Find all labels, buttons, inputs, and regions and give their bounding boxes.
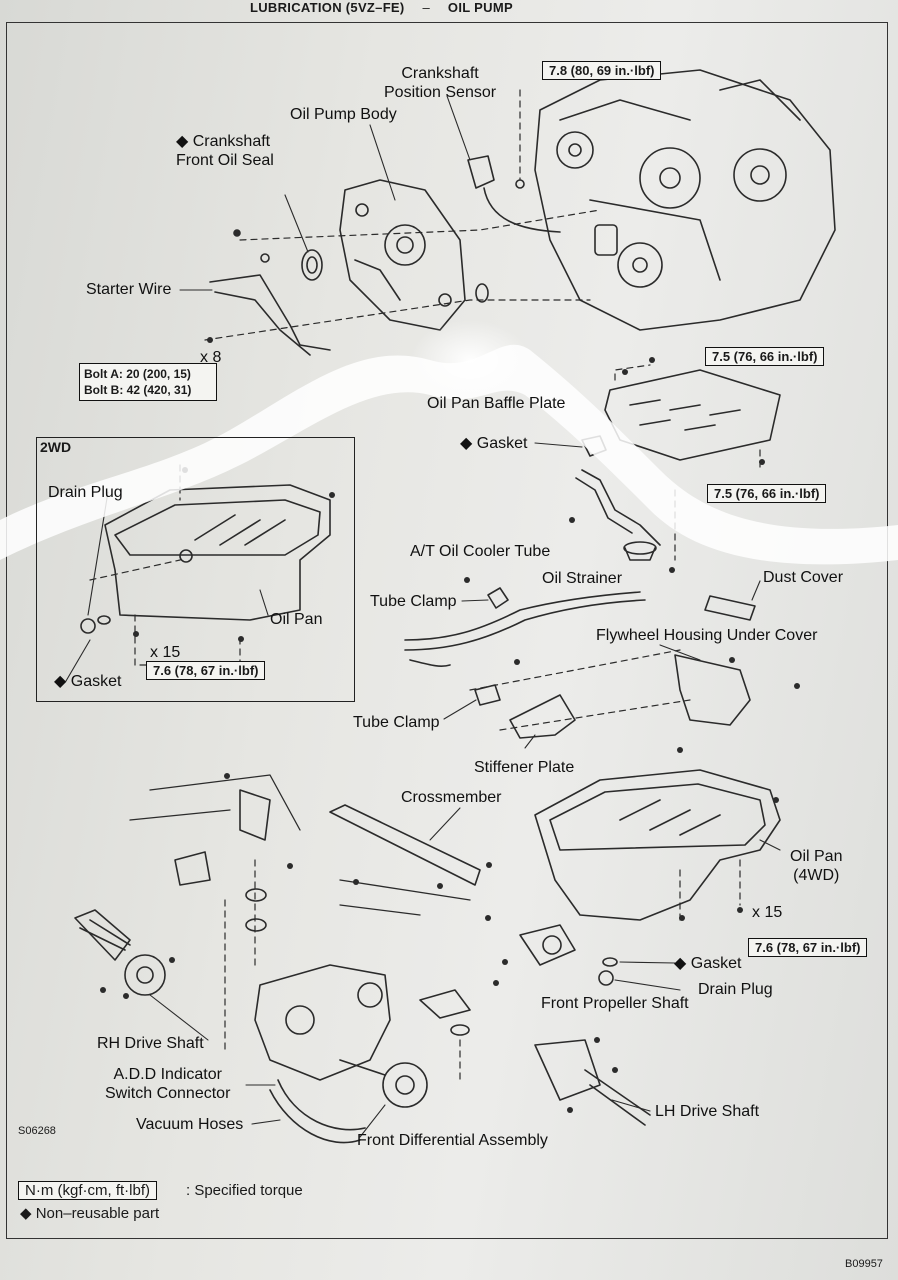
torque-box-baffle-2: 7.5 (76, 66 in.·lbf) <box>707 484 827 503</box>
label-lh-drive-shaft: LH Drive Shaft <box>655 1103 760 1120</box>
bolt-a-spec: Bolt A: 20 (200, 15) <box>84 367 191 381</box>
crossmember-drawing <box>329 804 481 886</box>
label-add-indicator-switch-connector: A.D.D Indicator Switch Connector <box>105 1066 231 1102</box>
inset-2wd-tag: 2WD <box>40 439 72 455</box>
torque-box-baffle-1: 7.5 (76, 66 in.·lbf) <box>705 347 825 366</box>
tube-clamp-2-drawing <box>474 684 501 706</box>
label-crossmember: Crossmember <box>401 789 502 806</box>
oil-pan-4wd-drawing <box>534 769 781 921</box>
label-oil-pan-4wd: Oil Pan (4WD) <box>790 848 843 884</box>
header-separator: – <box>422 0 430 15</box>
label-gasket-2wd: ◆ Gasket <box>54 673 122 690</box>
label-at-oil-cooler-tube: A/T Oil Cooler Tube <box>410 543 551 560</box>
figure-code-left: S06268 <box>18 1125 56 1137</box>
label-gasket-upper: ◆ Gasket <box>460 435 528 452</box>
front-propeller-shaft-drawing <box>519 924 576 966</box>
o-ring-drawing <box>475 283 489 303</box>
flywheel-under-cover-drawing <box>674 654 751 726</box>
legend-unit-text: : Specified torque <box>186 1182 303 1199</box>
label-rh-drive-shaft: RH Drive Shaft <box>97 1035 204 1052</box>
label-crankshaft-position-sensor: Crankshaft Position Sensor <box>384 65 497 101</box>
label-flywheel-housing-under-cover: Flywheel Housing Under Cover <box>596 627 818 644</box>
label-dust-cover: Dust Cover <box>763 569 844 586</box>
label-tube-clamp-2: Tube Clamp <box>353 714 440 731</box>
torque-box-pan-4wd: 7.6 (78, 67 in.·lbf) <box>748 938 868 957</box>
label-oil-pan-2wd: Oil Pan <box>270 611 323 628</box>
label-crankshaft-front-oil-seal: ◆ Crankshaft Front Oil Seal <box>176 133 274 169</box>
front-differential-drawing <box>254 964 428 1108</box>
drain-plug-4wd-drawing <box>598 970 614 986</box>
label-oil-pan-baffle-plate: Oil Pan Baffle Plate <box>427 395 566 412</box>
label-x15-4wd: x 15 <box>752 904 783 921</box>
front-oil-seal-drawing <box>301 249 323 281</box>
stiffener-plate-drawing <box>509 694 576 739</box>
torque-box-pan-2wd: 7.6 (78, 67 in.·lbf) <box>146 661 266 680</box>
label-oil-strainer: Oil Strainer <box>542 570 623 587</box>
label-gasket-4wd: ◆ Gasket <box>674 955 742 972</box>
vacuum-hoses-drawing <box>269 1089 361 1144</box>
label-front-differential-assembly: Front Differential Assembly <box>357 1132 548 1149</box>
lh-drive-shaft-drawing <box>534 1039 651 1126</box>
page-header: LUBRICATION (5VZ–FE) – OIL PUMP <box>250 0 513 15</box>
label-stiffener-plate: Stiffener Plate <box>474 759 575 776</box>
engine-block-drawing <box>534 69 836 331</box>
drain-plug-2wd-drawing <box>80 618 96 634</box>
inset-2wd-box <box>36 437 355 702</box>
diagram-frame <box>6 22 888 1239</box>
label-oil-pump-body: Oil Pump Body <box>290 106 397 123</box>
dust-cover-drawing <box>704 595 756 621</box>
header-topic: OIL PUMP <box>447 0 513 15</box>
bolt-spec-box: Bolt A: 20 (200, 15) Bolt B: 42 (420, 31… <box>79 363 217 401</box>
legend-non-reusable: ◆ Non–reusable part <box>20 1205 160 1222</box>
oil-strainer-drawing <box>575 469 661 561</box>
rh-drive-shaft-drawing <box>74 909 166 996</box>
header-section: LUBRICATION (5VZ–FE) <box>250 0 405 15</box>
label-x8: x 8 <box>200 349 222 366</box>
oil-pump-body-drawing <box>339 179 466 331</box>
label-vacuum-hoses: Vacuum Hoses <box>136 1116 244 1133</box>
label-drain-plug-4wd: Drain Plug <box>698 981 773 998</box>
figure-code-right: B09957 <box>845 1258 883 1270</box>
bolt-b-spec: Bolt B: 42 (420, 31) <box>84 383 192 397</box>
crankshaft-position-sensor-drawing <box>467 155 561 233</box>
label-x15-2wd: x 15 <box>150 644 181 661</box>
tube-clamp-1-drawing <box>487 587 509 609</box>
at-oil-cooler-tube-drawing <box>404 591 646 667</box>
legend-unit-box: N·m (kgf·cm, ft·lbf) <box>18 1181 157 1200</box>
label-drain-plug-2wd: Drain Plug <box>48 484 123 501</box>
label-front-propeller-shaft: Front Propeller Shaft <box>541 995 689 1012</box>
strainer-gasket-drawing <box>581 435 607 457</box>
label-starter-wire: Starter Wire <box>86 281 172 298</box>
torque-box-sensor: 7.8 (80, 69 in.·lbf) <box>542 61 662 80</box>
label-tube-clamp-1: Tube Clamp <box>370 593 457 610</box>
oil-pan-baffle-plate-drawing <box>604 369 781 461</box>
